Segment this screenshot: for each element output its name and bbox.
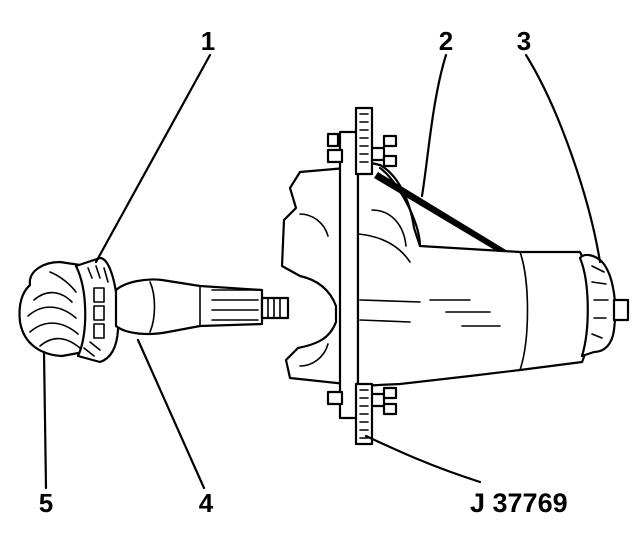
leader-4 <box>136 338 206 490</box>
tool-plate-top <box>354 106 374 176</box>
differential-housing <box>280 130 590 420</box>
callout-1: 1 <box>201 26 215 56</box>
tool-number-label: J 37769 <box>470 488 568 518</box>
leader-tool <box>364 434 482 484</box>
callout-2: 2 <box>439 26 453 56</box>
pinion-shaft <box>114 278 290 336</box>
callout-4: 4 <box>199 488 214 518</box>
pinion-gear <box>18 260 91 358</box>
side-bearing <box>578 253 630 358</box>
callout-3: 3 <box>517 26 531 56</box>
leader-lines <box>42 53 602 490</box>
pinion-bearing <box>74 256 120 364</box>
tool-plate-bottom <box>354 382 374 446</box>
callout-5: 5 <box>39 488 53 518</box>
leader-2 <box>420 53 448 198</box>
leader-1 <box>94 53 212 264</box>
leader-5 <box>42 350 48 490</box>
leader-3 <box>524 53 602 264</box>
